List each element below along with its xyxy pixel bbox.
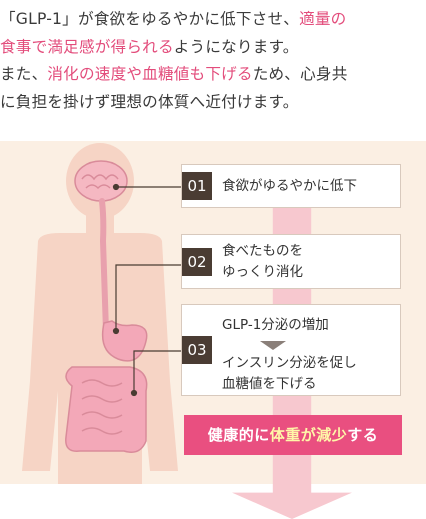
step-3-line-2: 血糖値を下げる: [222, 376, 317, 392]
brain-icon: [74, 160, 128, 202]
step-2-line-2: ゆっくり消化: [222, 264, 303, 280]
step-3-top-text: GLP-1分泌の増加: [222, 317, 329, 333]
intro-line-2: 食事で満足感が得られるようになります。: [0, 34, 424, 62]
step-2-line-1: 食べたものを: [222, 243, 303, 259]
intro-text-span: ため、心身共: [252, 65, 348, 83]
intro-text-span: また、: [0, 65, 48, 83]
intro-line-4: に負担を掛けず理想の体質へ近付けます。: [0, 92, 299, 111]
step-3-line-1: インスリン分泌を促し: [222, 355, 357, 371]
intro-text: 「GLP-1」が食欲をゆるやかに低下させ、適量の 食事で満足感が得られるようにな…: [0, 6, 424, 116]
step-2-text: 食べたものを ゆっくり消化: [222, 241, 394, 283]
step-number-badge: 01: [182, 172, 212, 200]
step-2: 02 食べたものを ゆっくり消化: [181, 234, 401, 289]
intro-line-3: また、消化の速度や血糖値も下げるため、心身共: [0, 61, 424, 89]
intro-highlight: 食事で満足感が得られる: [0, 37, 174, 56]
down-triangle-icon: [260, 341, 286, 350]
body-illustration: [22, 143, 181, 484]
intestines-icon: [65, 366, 148, 453]
intro-text-span: 「GLP-1」が食欲をゆるやかに低下させ、: [0, 10, 300, 28]
intro-line-1: 「GLP-1」が食欲をゆるやかに低下させ、適量の: [0, 6, 424, 34]
step-number-badge: 02: [182, 247, 212, 276]
intro-highlight: 消化の速度や血糖値も下げる: [47, 65, 253, 83]
connector-lines: [112, 183, 181, 397]
step-1-text: 食欲がゆるやかに低下: [222, 178, 357, 194]
result-text: 健康的に: [207, 426, 270, 444]
step-3: 03 GLP-1分泌の増加 インスリン分泌を促し 血糖値を下げる: [181, 304, 401, 396]
step-number-badge: 03: [182, 336, 212, 364]
step-3-text: インスリン分泌を促し 血糖値を下げる: [222, 353, 394, 395]
result-emphasis: 体重が減少: [269, 426, 348, 444]
result-banner: 健康的に体重が減少する: [184, 415, 402, 455]
esophagus: [99, 198, 109, 334]
intro-text-span: ようになります。: [173, 37, 299, 56]
illustration-panel: 01 食欲がゆるやかに低下 02 食べたものを ゆっくり消化 03 GLP-1分…: [0, 141, 426, 519]
result-text: する: [347, 426, 379, 444]
step-1: 01 食欲がゆるやかに低下: [181, 164, 401, 208]
intro-highlight: 適量の: [299, 10, 347, 28]
